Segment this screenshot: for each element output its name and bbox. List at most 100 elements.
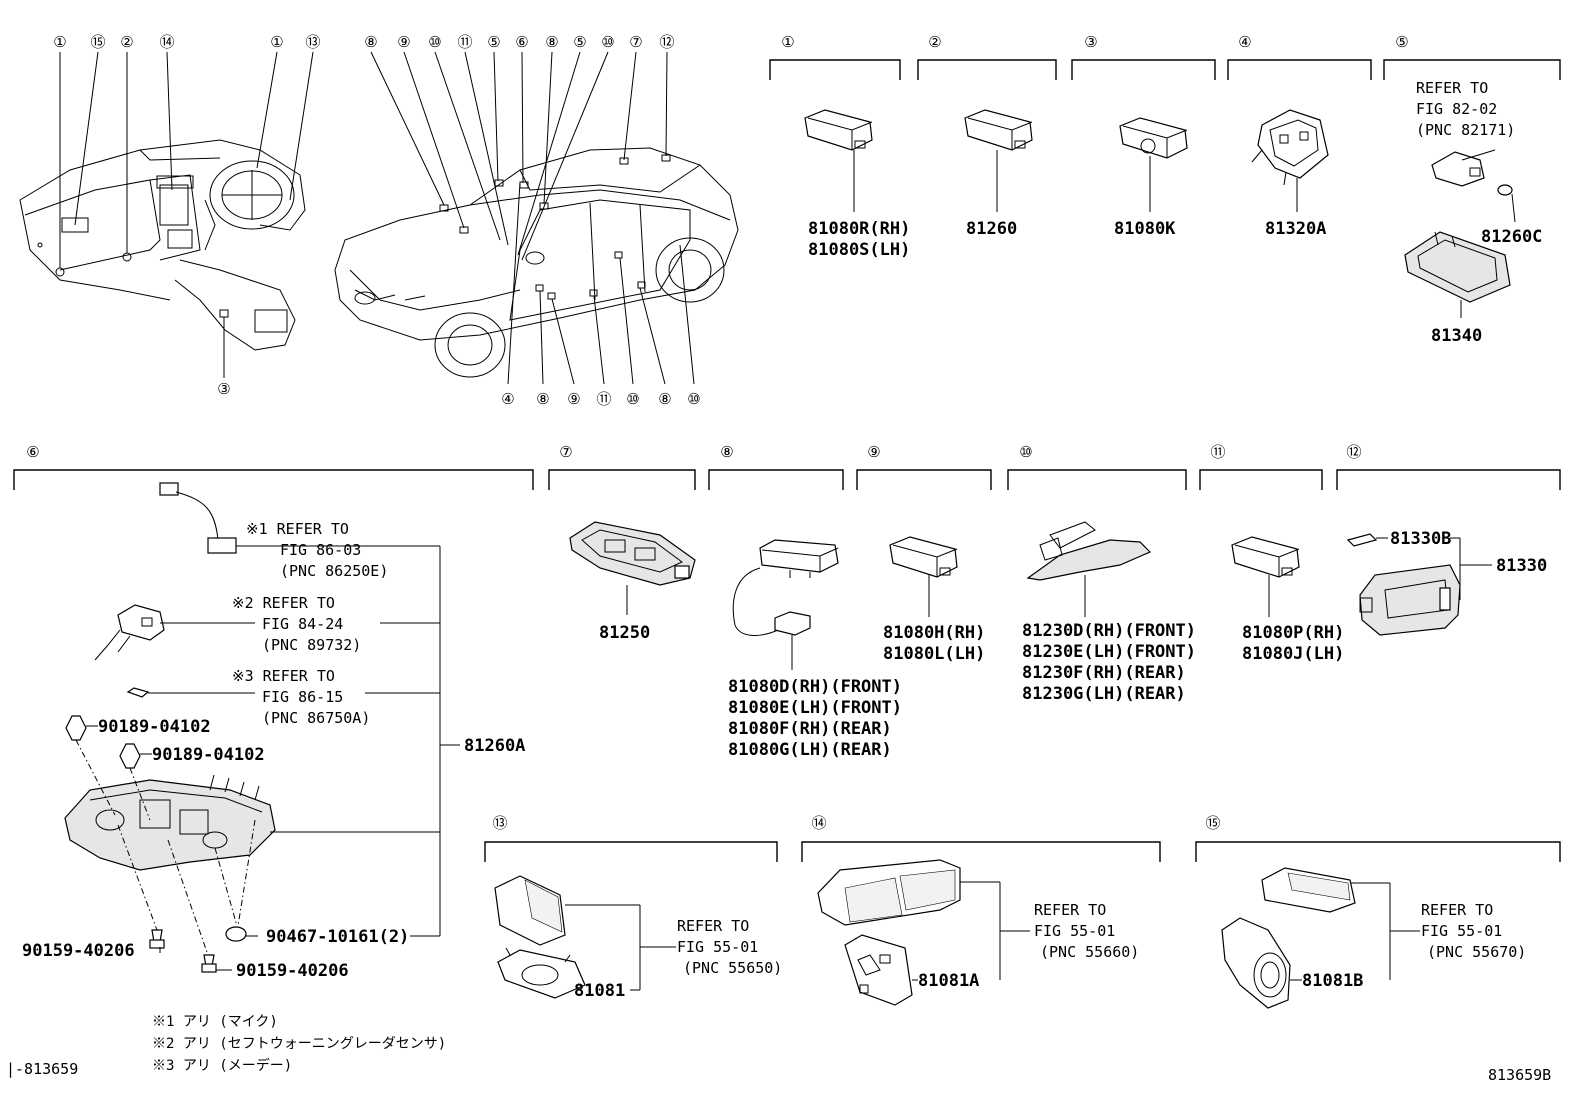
part-81340: 81340 bbox=[1431, 326, 1482, 346]
lamp-switch-81080p bbox=[1231, 536, 1300, 578]
callout-3: ③ bbox=[217, 380, 230, 398]
group-2-callout: ② bbox=[928, 33, 941, 51]
part-81230f: 81230F(RH)(REAR) bbox=[1022, 663, 1186, 683]
part-81080r: 81080R(RH) bbox=[808, 219, 910, 239]
callout-14: ⑭ bbox=[159, 33, 174, 51]
lens-81340 bbox=[1404, 231, 1511, 303]
callout-10: ⑩ bbox=[626, 390, 639, 408]
bulb-81330b bbox=[1346, 533, 1378, 547]
part-81080d: 81080D(RH)(FRONT) bbox=[728, 677, 902, 697]
group-14-ref-line-3: (PNC 55660) bbox=[1040, 943, 1139, 961]
callout-8: ⑧ bbox=[658, 390, 671, 408]
part-81320a: 81320A bbox=[1265, 219, 1326, 239]
group-3-callout: ③ bbox=[1084, 33, 1097, 51]
clip-90189-b bbox=[119, 743, 141, 769]
part-90467: 90467-10161(2) bbox=[266, 927, 409, 947]
part-81330b: 81330B bbox=[1390, 529, 1451, 549]
group-6-ref3-line-2: FIG 86-15 bbox=[262, 688, 343, 706]
sensor-81081 bbox=[494, 875, 586, 999]
callout-1: ① bbox=[270, 33, 283, 51]
callout-10: ⑩ bbox=[601, 33, 614, 51]
callout-5: ⑤ bbox=[573, 33, 586, 51]
part-81080h: 81080H(RH) bbox=[883, 623, 985, 643]
sensor-81081b bbox=[1221, 867, 1356, 1009]
callout-11: ⑪ bbox=[596, 390, 611, 408]
part-90159-b: 90159-40206 bbox=[236, 961, 349, 981]
door-lamp-81230d bbox=[1026, 521, 1152, 581]
group-6-ref3-line-1: ※3 REFER TO bbox=[232, 667, 335, 685]
group-15-ref-line-2: FIG 55-01 bbox=[1421, 922, 1502, 940]
lamp-housing-81320a bbox=[1251, 109, 1329, 186]
part-81081b: 81081B bbox=[1302, 971, 1363, 991]
callout-10: ⑩ bbox=[428, 33, 441, 51]
part-81230e: 81230E(LH)(FRONT) bbox=[1022, 642, 1196, 662]
callout-11: ⑪ bbox=[457, 33, 472, 51]
footnote-1: ※1 アリ (マイク) bbox=[152, 1014, 278, 1030]
part-81080f: 81080F(RH)(REAR) bbox=[728, 719, 892, 739]
sensor-81081a bbox=[817, 859, 961, 1006]
group-13-ref-line-3: (PNC 55650) bbox=[683, 959, 782, 977]
socket-82171 bbox=[1431, 149, 1496, 187]
lamp-switch-81260 bbox=[964, 109, 1033, 151]
part-81260c: 81260C bbox=[1481, 227, 1542, 247]
callout-6: ⑥ bbox=[515, 33, 528, 51]
group-6-ref1-line-2: FIG 86-03 bbox=[280, 541, 361, 559]
lamp-switch-81080r bbox=[804, 109, 873, 151]
part-81330: 81330 bbox=[1496, 556, 1547, 576]
part-81080e: 81080E(LH)(FRONT) bbox=[728, 698, 902, 718]
part-81250: 81250 bbox=[599, 623, 650, 643]
figure-code-right: 813659B bbox=[1488, 1066, 1551, 1084]
group-4-callout: ④ bbox=[1238, 33, 1251, 51]
group-5-callout: ⑤ bbox=[1395, 33, 1408, 51]
microphone-part bbox=[159, 482, 237, 554]
group-7-callout: ⑦ bbox=[559, 443, 572, 461]
car-illustration bbox=[334, 147, 739, 378]
screw-90159-a bbox=[149, 929, 165, 949]
callout-10: ⑩ bbox=[687, 390, 700, 408]
part-90159-a: 90159-40206 bbox=[22, 941, 135, 961]
group-6-ref1-line-3: (PNC 86250E) bbox=[280, 562, 388, 580]
mayday-switch-part bbox=[126, 687, 150, 698]
part-90189-b: 90189-04102 bbox=[152, 745, 265, 765]
group-6-ref2-line-1: ※2 REFER TO bbox=[232, 594, 335, 612]
group-13-ref-line-2: FIG 55-01 bbox=[677, 938, 758, 956]
bulb-81260c bbox=[1497, 184, 1513, 196]
part-81081: 81081 bbox=[574, 981, 625, 1001]
group-6-ref3-line-3: (PNC 86750A) bbox=[262, 709, 370, 727]
group-8-callout: ⑧ bbox=[720, 443, 733, 461]
group-5-ref-line-3: (PNC 82171) bbox=[1416, 121, 1515, 139]
overhead-console-81260a bbox=[64, 774, 276, 871]
group-6-callout: ⑥ bbox=[26, 443, 39, 461]
dashboard-illustration bbox=[19, 139, 306, 351]
lamp-switch-81080h bbox=[889, 536, 958, 578]
group-5-ref-line-1: REFER TO bbox=[1416, 79, 1488, 97]
vanity-lamp-81330 bbox=[1359, 564, 1461, 636]
callout-9: ⑨ bbox=[567, 390, 580, 408]
callout-1: ① bbox=[53, 33, 66, 51]
screw-90159-b bbox=[201, 954, 217, 973]
group-5-ref-line-2: FIG 82-02 bbox=[1416, 100, 1497, 118]
callout-8: ⑧ bbox=[545, 33, 558, 51]
callout-12: ⑫ bbox=[659, 33, 674, 51]
callout-8: ⑧ bbox=[536, 390, 549, 408]
radar-sensor-part bbox=[94, 604, 165, 661]
group-1-callout: ① bbox=[781, 33, 794, 51]
part-81081a: 81081A bbox=[918, 971, 979, 991]
group-15-callout: ⑮ bbox=[1205, 814, 1220, 832]
group-14-ref-line-1: REFER TO bbox=[1034, 901, 1106, 919]
clip-90189-a bbox=[65, 715, 87, 741]
group-6-ref2-line-3: (PNC 89732) bbox=[262, 636, 361, 654]
part-81080j: 81080J(LH) bbox=[1242, 644, 1344, 664]
callout-2: ② bbox=[120, 33, 133, 51]
callout-5: ⑤ bbox=[487, 33, 500, 51]
group-15-ref-line-1: REFER TO bbox=[1421, 901, 1493, 919]
callout-13: ⑬ bbox=[305, 33, 320, 51]
part-81080g: 81080G(LH)(REAR) bbox=[728, 740, 892, 760]
part-81080l: 81080L(LH) bbox=[883, 644, 985, 664]
callout-9: ⑨ bbox=[397, 33, 410, 51]
group-12-callout: ⑫ bbox=[1346, 443, 1361, 461]
group-9-callout: ⑨ bbox=[867, 443, 880, 461]
part-90189-a: 90189-04102 bbox=[98, 717, 211, 737]
callout-4: ④ bbox=[501, 390, 514, 408]
